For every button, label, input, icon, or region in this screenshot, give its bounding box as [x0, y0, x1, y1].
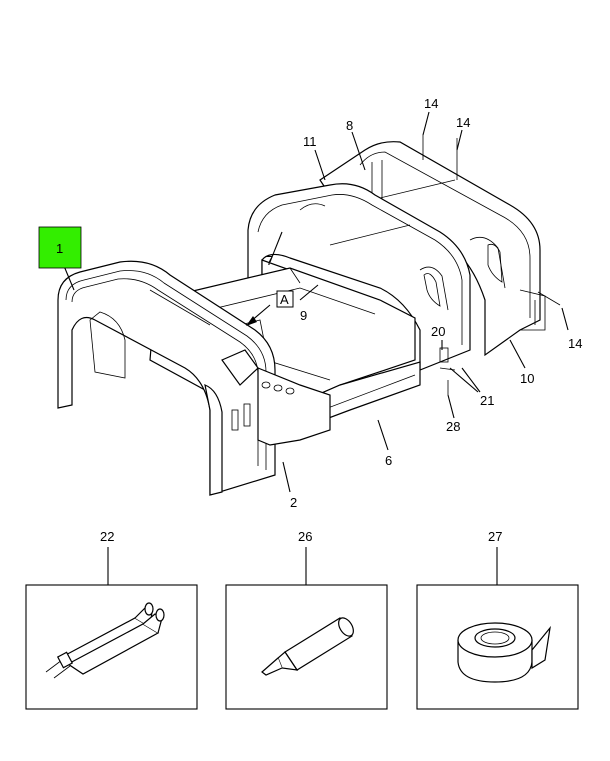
inset-26-label: 26	[298, 529, 312, 544]
hardware	[422, 135, 561, 395]
callout-6[interactable]: 6	[385, 453, 392, 468]
tape-roll-icon	[457, 622, 551, 683]
inset-27-label: 27	[488, 529, 502, 544]
leader-lines	[63, 111, 569, 493]
callout-1-highlight	[38, 226, 82, 269]
dual-syringe-icon	[45, 602, 165, 679]
callout-7[interactable]: 7	[266, 253, 273, 268]
inset-panel-27[interactable]: 27	[416, 529, 579, 710]
caulk-tube-icon	[261, 617, 354, 676]
callout-20[interactable]: 20	[431, 324, 445, 339]
inset-22-label: 22	[100, 529, 114, 544]
callout-14-c[interactable]: 14	[568, 336, 582, 351]
front-cover-1	[57, 260, 331, 496]
inset-panel-26[interactable]: 26	[225, 529, 388, 710]
view-a-label: A	[280, 292, 289, 307]
view-a-box	[276, 290, 294, 308]
inset-panel-22[interactable]: 22	[25, 529, 198, 710]
callout-9[interactable]: 9	[300, 308, 307, 323]
cab-assembly	[57, 135, 561, 496]
callout-21[interactable]: 21	[480, 393, 494, 408]
view-a-marker[interactable]: A	[276, 290, 294, 308]
callout-14-a[interactable]: 14	[424, 96, 438, 111]
callout-14-b[interactable]: 14	[456, 115, 470, 130]
callout-10[interactable]: 10	[520, 371, 534, 386]
callout-2[interactable]: 2	[290, 495, 297, 510]
callout-28[interactable]: 28	[446, 419, 460, 434]
callout-11[interactable]: 11	[303, 134, 317, 149]
callout-1[interactable]: 1	[38, 226, 82, 269]
callout-8[interactable]: 8	[346, 118, 353, 133]
callout-1-label: 1	[56, 241, 63, 256]
